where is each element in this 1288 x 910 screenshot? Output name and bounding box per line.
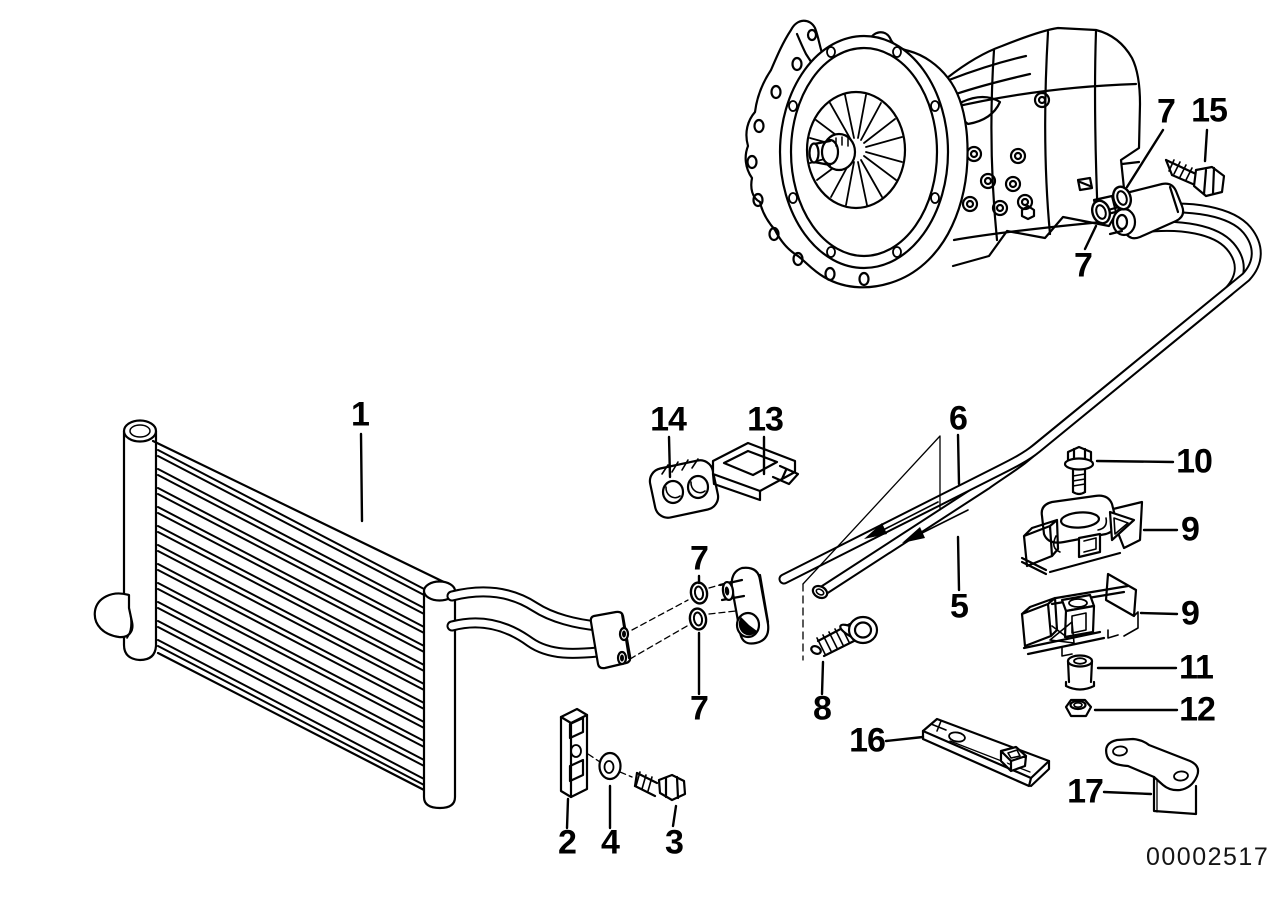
- converter-hub: [808, 132, 857, 172]
- part-callout-9-b: 9: [1181, 594, 1200, 633]
- cooler-mount-lug: [93, 592, 134, 639]
- oil-cooler-radiator: [93, 419, 632, 810]
- nut-12: [1064, 698, 1093, 718]
- pipe-clip-9-upper: [1020, 494, 1144, 576]
- o-ring-7-mid-lower: [688, 607, 708, 631]
- bell-housing: [744, 19, 969, 289]
- transmission-body: [945, 26, 1142, 268]
- support-bracket-16: [921, 717, 1051, 788]
- part-callout-8: 8: [813, 689, 832, 728]
- cooler-outlet-flange: [589, 610, 632, 670]
- part-callout-1: 1: [351, 395, 370, 434]
- bushing-11: [1064, 654, 1096, 691]
- assembly-guide-lines: [587, 435, 941, 778]
- part-callout-3: 3: [665, 823, 684, 862]
- bell-rim-holes: [788, 46, 940, 258]
- cooler-core-bottom-edge: [156, 651, 428, 793]
- part-callout-17: 17: [1067, 772, 1104, 811]
- mount-plate-2: [559, 707, 589, 799]
- part-callout-7-b: 7: [1074, 246, 1093, 285]
- cooler-left-tank: [122, 419, 158, 662]
- part-callout-10: 10: [1176, 442, 1213, 481]
- callout-leader-lines: [359, 128, 1209, 830]
- part-callout-14: 14: [650, 400, 687, 439]
- part-callout-5: 5: [950, 587, 969, 626]
- o-ring-7-upper: [1111, 185, 1133, 211]
- part-callout-7-d: 7: [690, 689, 709, 728]
- part-callout-13: 13: [747, 400, 784, 439]
- clamp-cover-13: [711, 441, 800, 502]
- o-ring-7-mid-upper: [689, 581, 709, 605]
- part-callout-6: 6: [949, 399, 968, 438]
- flow-direction-arrows: [864, 501, 969, 543]
- part-callout-15: 15: [1191, 91, 1228, 130]
- small-screw-detail: [1076, 176, 1094, 192]
- bolt-10: [1063, 445, 1095, 496]
- pipe-union-fitting: [1106, 182, 1185, 240]
- part-callout-11: 11: [1179, 648, 1214, 687]
- washer-4: [598, 751, 622, 781]
- transmission-bolt-holes: [961, 91, 1051, 217]
- cooler-outlet-tubes: [446, 586, 604, 659]
- part-callout-7-c: 7: [690, 539, 709, 578]
- pipe-connector-block: [718, 566, 770, 645]
- part-callout-9-a: 9: [1181, 510, 1200, 549]
- support-bracket-17: [1105, 737, 1200, 816]
- tube-clamp-14: [648, 458, 720, 519]
- part-callout-16: 16: [849, 721, 886, 760]
- diagram-document-number: 00002517: [1146, 843, 1270, 871]
- part-callout-4: 4: [601, 823, 620, 862]
- part-callout-7-a: 7: [1157, 92, 1176, 131]
- part-callout-2: 2: [558, 823, 577, 862]
- pipe-clip-9-lower: [1020, 572, 1139, 657]
- oil-pipe-6: [778, 202, 1262, 585]
- bolt-3: [633, 771, 687, 802]
- cooler-core-tubes: [157, 449, 427, 787]
- bolt-15: [1164, 158, 1226, 198]
- bolt-8: [810, 615, 879, 658]
- part-callout-12: 12: [1179, 690, 1216, 729]
- cooler-core-top-edge: [151, 439, 450, 586]
- o-ring-7-lower: [1090, 199, 1112, 225]
- cooler-right-tank: [422, 580, 457, 810]
- hex-plug-detail: [1020, 204, 1036, 221]
